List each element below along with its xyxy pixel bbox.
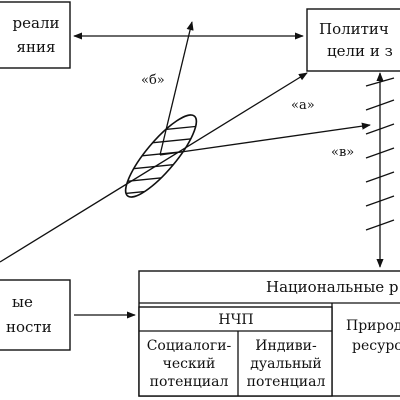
- natural-line-2: ресурс: [352, 338, 400, 354]
- individual-line-2: дуальный: [250, 356, 322, 372]
- box-bottom-left-line-1: ые: [12, 293, 33, 311]
- social-line-2: ческий: [163, 356, 216, 372]
- box-top-right: Политич цели и з: [306, 8, 400, 72]
- box-top-left-line-1: реали: [13, 14, 60, 32]
- arrow-v: [159, 122, 371, 156]
- box-national-resources: Национальные р НЧП Социалоги- ческий пот…: [138, 270, 400, 397]
- arrow-label-a: «а»: [291, 98, 315, 113]
- nchp-label: НЧП: [218, 312, 253, 328]
- box-bottom-left-line-2: ности: [6, 318, 52, 336]
- natural-line-1: Природ: [346, 318, 400, 334]
- arrow-label-b: «б»: [141, 73, 165, 88]
- hatched-barrier: [365, 77, 395, 231]
- hatched-ellipse: [119, 106, 201, 206]
- national-header: Национальные р: [266, 278, 399, 296]
- box-top-right-line-2: цели и з: [327, 42, 393, 60]
- arrow-b: [159, 21, 194, 156]
- arrow-a: [0, 72, 308, 263]
- nchp-frame: [138, 306, 333, 397]
- box-top-left-line-2: яния: [17, 38, 56, 56]
- individual-line-1: Индиви-: [255, 338, 317, 354]
- arrow-label-v: «в»: [331, 145, 354, 160]
- individual-line-3: потенциал: [247, 374, 326, 390]
- box-top-right-line-1: Политич: [319, 20, 389, 38]
- social-line-1: Социалоги-: [147, 338, 232, 354]
- box-top-left: реали яния: [0, 1, 71, 69]
- box-bottom-left: ые ности: [0, 279, 71, 351]
- social-line-3: потенциал: [150, 374, 229, 390]
